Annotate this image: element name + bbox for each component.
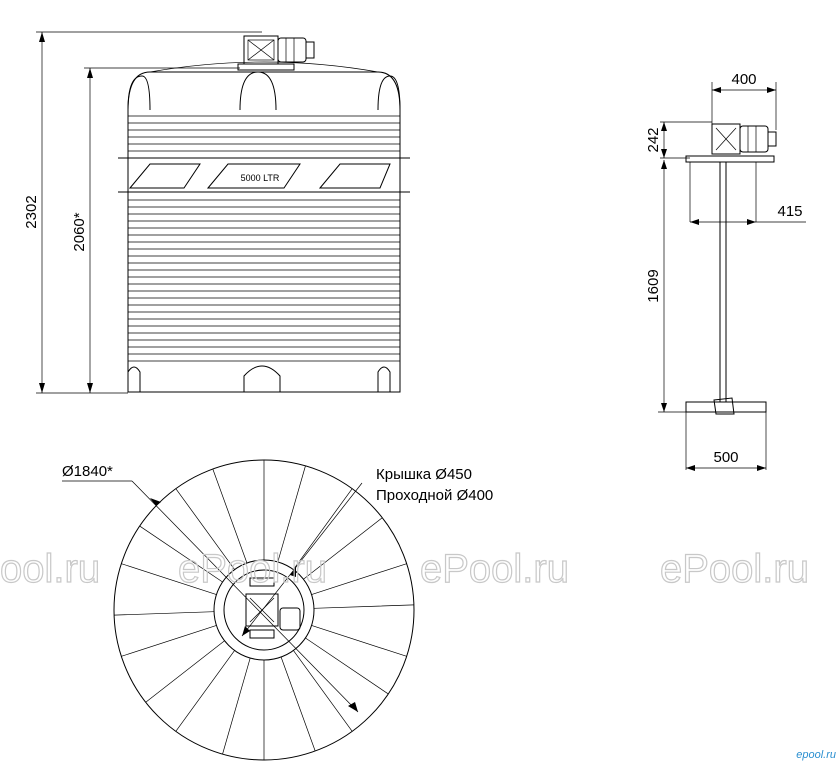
top-rib — [263, 460, 306, 563]
top-view: Ø1840* Крышка Ø450 Проходной Ø400 — [62, 459, 493, 761]
mixer-motor — [237, 35, 315, 71]
dim-height-total: 2302 — [23, 195, 40, 228]
dim-mixer-height: 242 — [645, 127, 662, 152]
top-rib — [305, 625, 407, 695]
tank-body: 5000 LTR — [118, 61, 410, 393]
site-logo[interactable]: epool.ru — [796, 749, 836, 761]
top-rib — [222, 657, 265, 760]
watermark: ePool.ru — [178, 547, 327, 591]
passage-label: Проходной Ø400 — [376, 487, 493, 504]
side-view: 400 242 1609 415 — [645, 71, 806, 471]
top-ribs — [114, 460, 414, 760]
top-rib — [280, 650, 353, 752]
band-slot — [128, 163, 201, 189]
top-rib — [145, 640, 235, 732]
top-rib — [114, 611, 217, 657]
tank-ribs — [128, 115, 400, 362]
band-slot — [206, 163, 301, 189]
dim-blade-offset: 415 — [777, 203, 802, 220]
watermark: ePool.ru — [660, 547, 809, 591]
band-slot — [318, 163, 391, 189]
dim-mixer-width: 400 — [731, 71, 756, 88]
watermark: ool.ru — [0, 547, 100, 591]
top-rib — [293, 488, 383, 580]
front-view: 2302 2060* — [23, 31, 410, 394]
dim-shaft-length: 1609 — [645, 269, 662, 302]
top-rib — [175, 468, 248, 570]
top-rib — [121, 525, 223, 595]
lid-label: Крышка Ø450 — [376, 466, 472, 483]
watermark: ePool.ru — [420, 547, 569, 591]
dim-diameter: Ø1840* — [62, 463, 113, 480]
capacity-label: 5000 LTR — [241, 173, 280, 183]
dim-impeller-width: 500 — [713, 449, 738, 466]
dim-height-body: 2060* — [71, 212, 88, 251]
top-rib — [311, 563, 414, 609]
